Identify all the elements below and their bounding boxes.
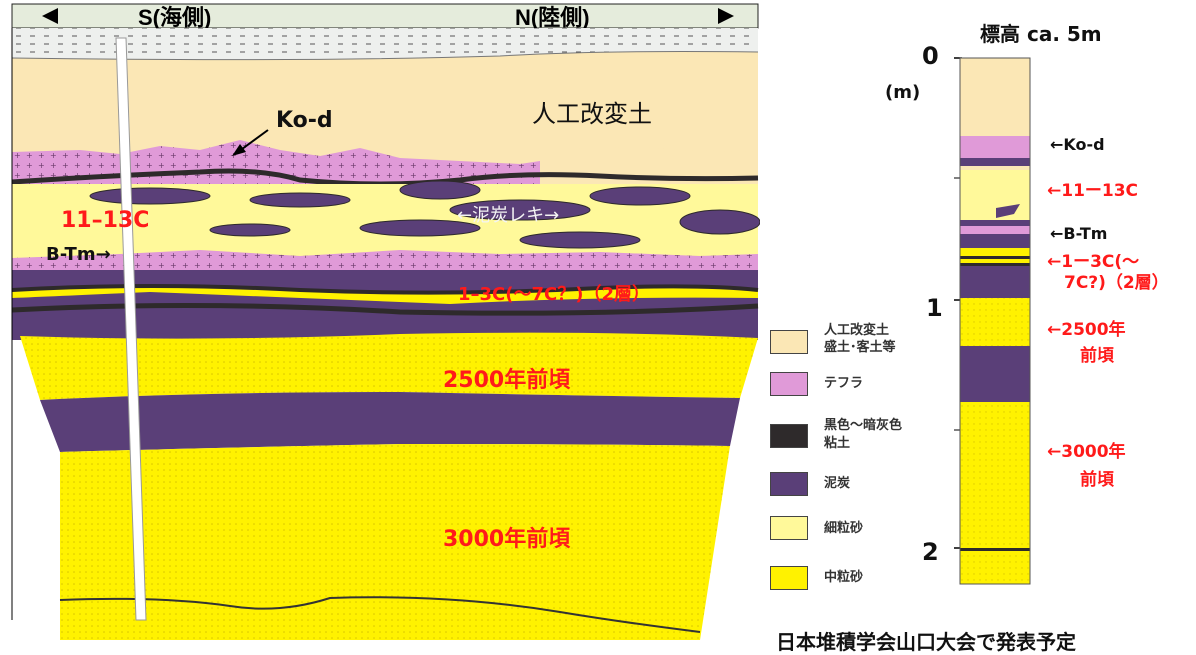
label-11-13c: 11–13C bbox=[61, 208, 150, 233]
col-label-ko-d: ←Ko-d bbox=[1050, 135, 1105, 154]
depth-unit: (m) bbox=[885, 82, 921, 103]
borehole-pipe bbox=[115, 37, 147, 621]
direction-header: S(海側) N(陸側) bbox=[11, 3, 759, 30]
legend-swatch-artificial bbox=[770, 330, 808, 354]
legend-swatch-tephra bbox=[770, 372, 808, 396]
col-tephra-b-tm bbox=[960, 226, 1030, 234]
column-title: 標高 ca. 5m bbox=[980, 22, 1102, 46]
arrow-right-icon bbox=[718, 8, 734, 24]
col-label-11-13c: ←11ー13C bbox=[1047, 181, 1139, 201]
legend-swatch-clay bbox=[770, 424, 808, 448]
col-label-1-3c-2: 7C?)（2層） bbox=[1064, 273, 1169, 293]
col-artificial bbox=[960, 58, 1030, 136]
col-label-1-3c-1: ←1ー3C(〜 bbox=[1047, 252, 1140, 272]
label-2500: 2500年前頃 bbox=[443, 368, 571, 393]
basal-contact-line bbox=[59, 596, 701, 633]
col-fine-sand-11-13c bbox=[960, 170, 1030, 220]
label-peat-clasts: ←泥炭レキ→ bbox=[457, 205, 560, 226]
deep-peat-layer bbox=[40, 392, 740, 452]
legend-label-peat: 泥炭 bbox=[824, 476, 851, 491]
depth-tick-1: 1 bbox=[926, 294, 943, 322]
footer-note: 日本堆積学会山口大会で発表予定 bbox=[776, 630, 1076, 654]
label-artificial-soil: 人工改変土 bbox=[532, 100, 652, 128]
legend-label-artificial-2: 盛土･客土等 bbox=[824, 340, 896, 355]
col-label-3000-1: ←3000年 bbox=[1047, 442, 1126, 462]
label-b-tm: B-Tm→ bbox=[46, 244, 111, 265]
label-1-3c: 1–3C(〜7C？)（2層） bbox=[458, 284, 650, 305]
header-left-label: S(海側) bbox=[138, 5, 211, 30]
legend-label-artificial-1: 人工改変土 bbox=[824, 323, 890, 338]
col-label-2500-1: ←2500年 bbox=[1047, 320, 1126, 340]
legend-swatch-peat bbox=[770, 472, 808, 496]
col-peat-clast bbox=[996, 204, 1020, 218]
col-deep-peat bbox=[960, 346, 1030, 402]
label-ko-d: Ko-d bbox=[276, 108, 333, 133]
cross-section-diagram: + S(海側) N(陸側) bbox=[11, 3, 760, 640]
legend-swatch-fine-sand bbox=[770, 516, 808, 540]
stratigraphic-column bbox=[954, 57, 1031, 585]
legend-label-clay-2: 粘土 bbox=[824, 436, 851, 451]
col-peat-a bbox=[960, 158, 1030, 166]
depth-tick-2: 2 bbox=[922, 538, 939, 566]
depth-tick-0: 0 bbox=[922, 42, 939, 70]
col-label-3000-2: 前頃 bbox=[1080, 470, 1114, 490]
legend-label-clay-1: 黒色〜暗灰色 bbox=[824, 418, 903, 433]
col-tephra-ko-d bbox=[960, 136, 1030, 158]
col-peat-1-3c bbox=[960, 266, 1030, 298]
peat-clasts bbox=[89, 180, 760, 249]
arrow-left-icon bbox=[42, 8, 58, 24]
legend-label-medium-sand: 中粒砂 bbox=[824, 570, 864, 585]
header-right-label: N(陸側) bbox=[515, 5, 590, 30]
col-label-2500-2: 前頃 bbox=[1080, 346, 1114, 366]
legend-label-fine-sand: 細粒砂 bbox=[824, 521, 864, 536]
col-label-b-tm: ←B-Tm bbox=[1050, 224, 1108, 243]
label-3000: 3000年前頃 bbox=[443, 527, 571, 552]
legend-label-tephra: テフラ bbox=[824, 376, 864, 391]
legend-swatch-medium-sand bbox=[770, 566, 808, 590]
clay-line-upper bbox=[11, 168, 759, 187]
